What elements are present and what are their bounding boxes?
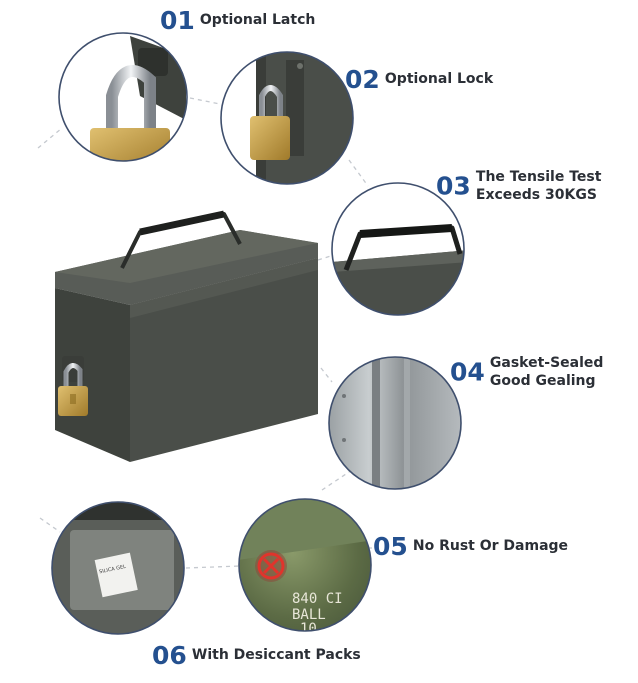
feature-02-number: 02 bbox=[345, 65, 380, 94]
stencil-line3: 10 bbox=[300, 621, 317, 637]
detail-circle-handle bbox=[331, 182, 465, 316]
desiccant-label: SILICA GEL bbox=[99, 564, 127, 576]
detail-circle-lock bbox=[220, 51, 354, 185]
feature-04-gasket: 04 Gasket-Sealed Good Gealing bbox=[450, 354, 603, 390]
detail-circle-gasket bbox=[328, 356, 462, 490]
feature-03-line2: Exceeds 30KGS bbox=[475, 187, 597, 203]
feature-03-line1: The Tensile Test bbox=[475, 169, 602, 185]
feature-05-number: 05 bbox=[373, 532, 408, 561]
cross-icon bbox=[255, 550, 287, 582]
feature-01-label: Optional Latch bbox=[199, 12, 316, 28]
feature-04-line1: Gasket-Sealed bbox=[489, 355, 604, 371]
feature-05-no-rust: 05 No Rust Or Damage bbox=[373, 532, 568, 561]
ammo-box bbox=[55, 210, 318, 462]
feature-02-label: Optional Lock bbox=[384, 71, 494, 87]
feature-06-desiccant: 06 With Desiccant Packs bbox=[152, 641, 361, 670]
feature-02-lock: 02 Optional Lock bbox=[345, 65, 493, 94]
feature-06-number: 06 bbox=[152, 641, 187, 670]
feature-01-latch: 01 Optional Latch bbox=[160, 6, 315, 35]
stencil-line1: 840 CI bbox=[292, 591, 343, 607]
feature-05-label: No Rust Or Damage bbox=[412, 538, 569, 554]
feature-06-label: With Desiccant Packs bbox=[191, 647, 361, 663]
feature-03-number: 03 bbox=[436, 171, 471, 201]
detail-circle-desiccant: SILICA GEL bbox=[51, 501, 185, 635]
stencil-line2: BALL bbox=[292, 607, 326, 623]
detail-circle-latch bbox=[58, 32, 188, 162]
feature-01-number: 01 bbox=[160, 6, 195, 35]
feature-04-number: 04 bbox=[450, 357, 485, 387]
feature-03-tensile: 03 The Tensile Test Exceeds 30KGS bbox=[436, 168, 601, 204]
detail-circle-no-rust: 840 CI BALL 10 bbox=[238, 498, 372, 637]
feature-04-line2: Good Gealing bbox=[489, 373, 596, 389]
